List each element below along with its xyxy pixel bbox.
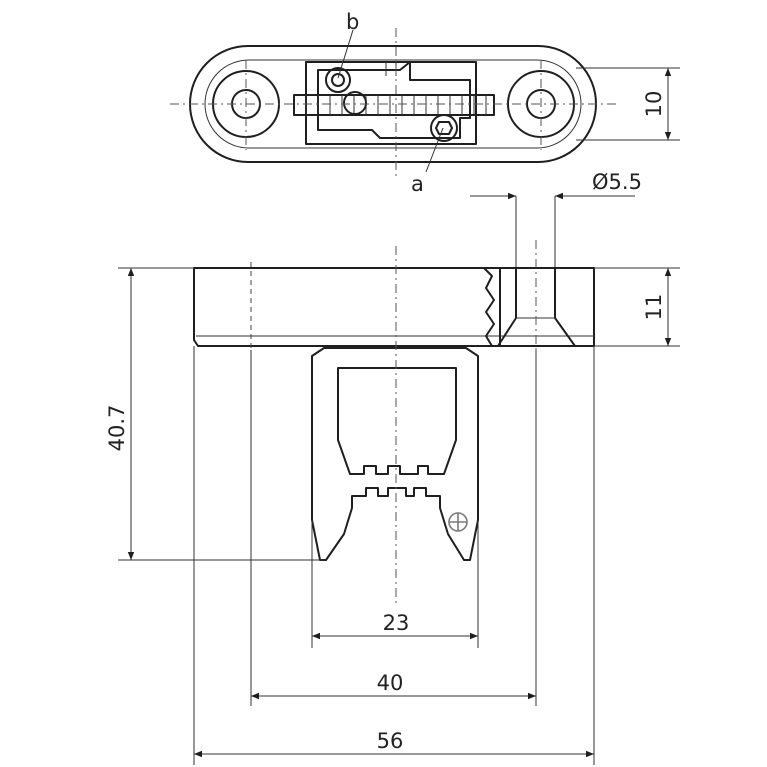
top-view-inner-outline (204, 59, 582, 149)
front-view: Ø5.5 11 40.7 (105, 170, 680, 765)
jaw-window (337, 367, 457, 475)
screw-b-socket (331, 73, 345, 87)
dim-11-label: 11 (642, 294, 666, 321)
callout-b-leader (337, 29, 354, 79)
adjustment-mark-icon (448, 512, 468, 532)
dim-23-label: 23 (383, 611, 410, 635)
jaw-body (311, 347, 479, 561)
countersink-right (554, 268, 576, 347)
dim-10-label: 10 (642, 91, 666, 118)
dim-40-label: 40 (377, 671, 404, 695)
flange-outline (193, 267, 595, 347)
screw-a-hex-socket (435, 121, 453, 135)
mechanism-body (317, 61, 471, 139)
screw-b-head (325, 67, 351, 93)
flange-notch (483, 267, 495, 347)
screw-b-collar (343, 91, 367, 115)
top-view-mechanism (293, 61, 495, 145)
top-view: b a 10 (170, 10, 680, 196)
dim-56-label: 56 (377, 729, 404, 753)
callout-b-label: b (346, 10, 359, 34)
rack-teeth (305, 95, 487, 115)
adjustment-rack (293, 94, 495, 116)
dim-40-7-label: 40.7 (105, 405, 129, 452)
callout-a-label: a (411, 172, 424, 196)
screw-a-head (430, 114, 458, 142)
callout-a-leader (425, 127, 444, 173)
dim-dia-label: Ø5.5 (592, 170, 642, 194)
